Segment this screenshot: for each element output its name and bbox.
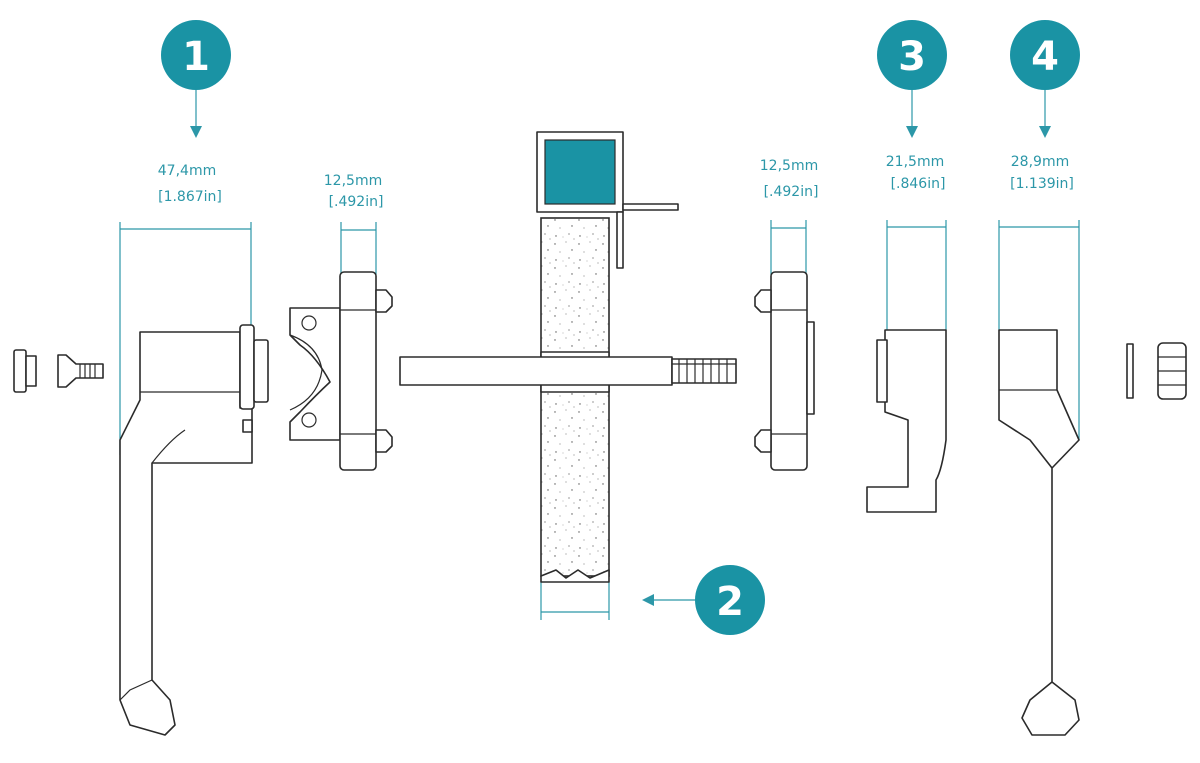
dimension-4-metric: 21,5mm <box>886 154 944 170</box>
callout-4-number: 4 <box>1031 34 1059 80</box>
dimension-1-imperial: [1.867in] <box>158 189 222 205</box>
cap-nut-left <box>13 349 37 393</box>
locking-handle <box>119 324 269 736</box>
dimension-left-spacer: 12,5mm [.492in] <box>324 173 384 275</box>
spindle <box>399 356 737 386</box>
dimension-outer-handle: 28,9mm [1.139in] <box>998 154 1080 440</box>
outer-spacer-block <box>754 271 815 471</box>
inner-escutcheon-plate <box>289 307 341 441</box>
callout-2: 2 <box>642 565 765 635</box>
dimension-2-imperial: [.492in] <box>329 194 384 210</box>
dimension-5-imperial: [1.139in] <box>1010 176 1074 192</box>
door-panel <box>536 131 679 583</box>
dimension-handle-width: 47,4mm [1.867in] <box>119 163 252 455</box>
inner-spacer-block <box>339 271 393 471</box>
dimension-4-imperial: [.846in] <box>891 176 946 192</box>
countersunk-screw <box>57 354 104 388</box>
callout-2-number: 2 <box>716 579 744 625</box>
callout-3: 3 <box>877 20 947 138</box>
dimension-3-imperial: [.492in] <box>764 184 819 200</box>
dimension-5-metric: 28,9mm <box>1011 154 1069 170</box>
hex-nut <box>1157 342 1187 400</box>
callout-3-number: 3 <box>898 34 926 80</box>
callout-4: 4 <box>1010 20 1080 138</box>
outer-handle <box>998 329 1080 736</box>
dimension-2-metric: 12,5mm <box>324 173 382 189</box>
cam-lever <box>866 329 947 513</box>
callout-1: 1 <box>161 20 231 138</box>
dimension-right-spacer: 12,5mm [.492in] <box>760 158 819 275</box>
dimension-door-thickness <box>540 582 610 620</box>
dimension-1-metric: 47,4mm <box>158 163 216 179</box>
callout-1-number: 1 <box>182 34 210 80</box>
dimension-3-metric: 12,5mm <box>760 158 818 174</box>
dimension-cam: 21,5mm [.846in] <box>886 154 947 330</box>
washer <box>1126 343 1134 399</box>
